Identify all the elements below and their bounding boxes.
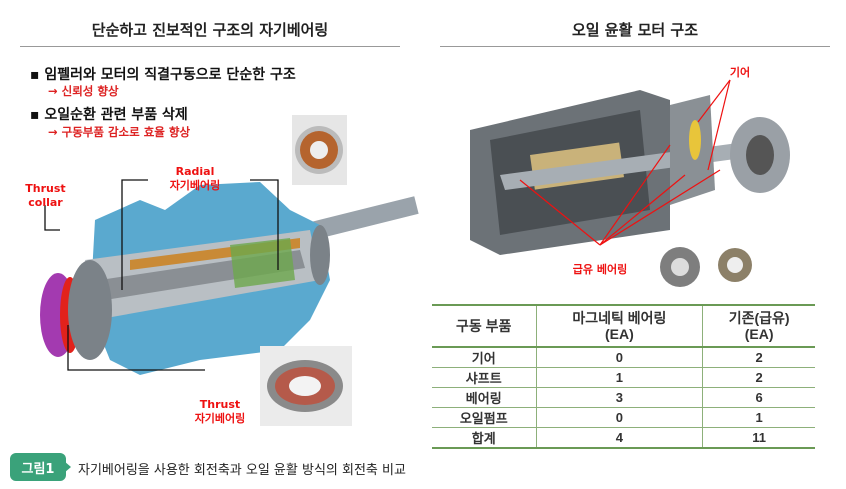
header-conventional: 기존(급유)(EA) xyxy=(702,304,815,348)
header-magnetic-line2: (EA) xyxy=(604,326,634,342)
bullet-2-text: 오일순환 관련 부품 삭제 xyxy=(44,107,188,123)
header-magnetic-line1: 마그네틱 베어링 xyxy=(572,310,667,326)
cell: 11 xyxy=(702,427,815,449)
oil-bearing-label: 급유 베어링 xyxy=(572,263,628,276)
figure-caption: 자기베어링을 사용한 회전축과 오일 윤활 방식의 회전축 비교 xyxy=(78,463,406,478)
table-header-row: 구동 부품 마그네틱 베어링(EA) 기존(급유)(EA) xyxy=(432,304,815,348)
bullet-2-effect: → 구동부품 감소로 효율 향상 xyxy=(48,125,191,139)
cell: 3 xyxy=(536,387,704,408)
cell: 4 xyxy=(536,427,704,449)
thrust-collar-label: Thrust collar xyxy=(25,182,66,209)
cell: 샤프트 xyxy=(432,367,537,388)
cell: 0 xyxy=(536,407,704,428)
oil-lubricated-motor-illustration xyxy=(470,79,790,287)
oil-bearing-photo xyxy=(660,247,752,287)
thrust-bearing-label-ko: 자기베어링 xyxy=(194,412,246,425)
badge-pointer xyxy=(64,461,71,473)
cell: 6 xyxy=(702,387,815,408)
right-title: 오일 윤활 모터 구조 xyxy=(571,21,699,39)
thrust-bearing-photo xyxy=(260,346,352,426)
bullet-1: ▪ 임펠러와 모터의 직결구동으로 단순한 구조 xyxy=(30,67,296,83)
header-magnetic: 마그네틱 베어링(EA) xyxy=(536,304,704,348)
cell: 베어링 xyxy=(432,387,537,408)
callout-lines-red xyxy=(519,79,731,246)
cell: 오일펌프 xyxy=(432,407,537,428)
cell: 0 xyxy=(536,347,704,368)
figure-badge: 그림1 xyxy=(10,453,66,481)
thrust-bearing-label-en: Thrust xyxy=(199,398,241,411)
left-title: 단순하고 진보적인 구조의 자기베어링 xyxy=(91,21,329,39)
magnetic-bearing-motor-illustration xyxy=(40,115,419,426)
cell: 1 xyxy=(702,407,815,428)
cell: 기어 xyxy=(432,347,537,368)
radial-bearing-label-en: Radial xyxy=(175,165,215,178)
header-component: 구동 부품 xyxy=(432,304,537,348)
bullet-1-effect: → 신뢰성 향상 xyxy=(48,84,119,98)
gear-label: 기어 xyxy=(729,66,751,79)
callout-lines xyxy=(44,179,279,371)
motor-body xyxy=(40,182,419,375)
cell: 2 xyxy=(702,367,815,388)
radial-bearing-label-ko: 자기베어링 xyxy=(169,179,221,192)
cell: 합계 xyxy=(432,427,537,449)
cell: 2 xyxy=(702,347,815,368)
right-title-divider xyxy=(440,46,830,47)
bullet-2: ▪ 오일순환 관련 부품 삭제 xyxy=(30,107,188,123)
left-title-divider xyxy=(20,46,400,47)
header-conventional-line2: (EA) xyxy=(744,326,774,342)
cell: 1 xyxy=(536,367,704,388)
bullet-1-text: 임펠러와 모터의 직결구동으로 단순한 구조 xyxy=(44,67,296,83)
header-conventional-line1: 기존(급유) xyxy=(728,310,790,326)
stator-photo xyxy=(292,115,347,185)
